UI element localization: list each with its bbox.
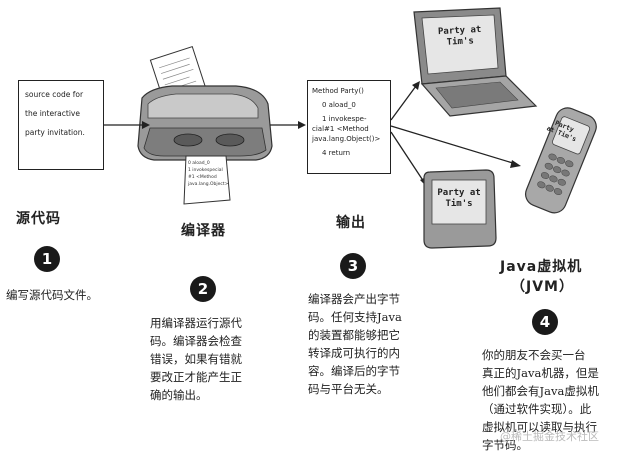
- step-4-description: 你的朋友不会买一台 真正的Java机器，但是 他们都会有Java虚拟机 （通过软…: [482, 348, 599, 452]
- laptop-screen-text: Party at Tim's: [437, 24, 482, 48]
- source-code-box: source code for the interactive party in…: [18, 80, 104, 170]
- step-1-description: 编写源代码文件。: [6, 288, 98, 302]
- flow-arrows: [104, 81, 521, 187]
- handheld-device-icon: [423, 169, 497, 249]
- watermark: @稀土掘金技术社区: [500, 430, 599, 443]
- compiler-machine-icon: [137, 45, 273, 205]
- bytecode-line: cial#1 <Method: [312, 125, 369, 133]
- bytecode-line: 1 invokespe-: [322, 115, 367, 123]
- step-1-number: 1: [34, 246, 60, 272]
- step-1-heading: 源代码: [16, 211, 61, 227]
- step-4-subheading: （JVM）: [511, 279, 574, 295]
- step-2-heading: 编译器: [181, 223, 226, 239]
- bytecode-line: Method Party(): [312, 87, 364, 95]
- step-3-number: 3: [340, 253, 366, 279]
- source-line: party invitation.: [25, 128, 85, 137]
- step-4-heading: Java虚拟机: [500, 259, 583, 275]
- step-2-number: 2: [190, 276, 216, 302]
- step-3-heading: 输出: [336, 215, 366, 231]
- source-line: the interactive: [25, 109, 80, 118]
- source-line: source code for: [25, 90, 84, 99]
- device-screen-text: Party at Tim's: [437, 188, 481, 209]
- bytecode-line: java.lang.Object()>: [312, 135, 381, 143]
- step-3-description: 编译器会产出字节 码。任何支持Java 的装置都能够把它 转译成可执行的内 容。…: [308, 292, 402, 396]
- step-2-description: 用编译器运行源代 码。编译器会检查 错误，如果有错就 要改正才能产生正 确的输出…: [150, 316, 242, 402]
- paper-output-text: 0 aload_0 1 invokespecial #1 <Method jav…: [188, 161, 229, 187]
- bytecode-box: Method Party() 0 aload_0 1 invokespe- ci…: [307, 80, 391, 174]
- bytecode-line: 4 return: [322, 149, 351, 157]
- step-4-number: 4: [532, 309, 558, 335]
- cellphone-icon: [524, 107, 597, 214]
- bytecode-line: 0 aload_0: [322, 101, 356, 109]
- laptop-icon: [413, 7, 538, 117]
